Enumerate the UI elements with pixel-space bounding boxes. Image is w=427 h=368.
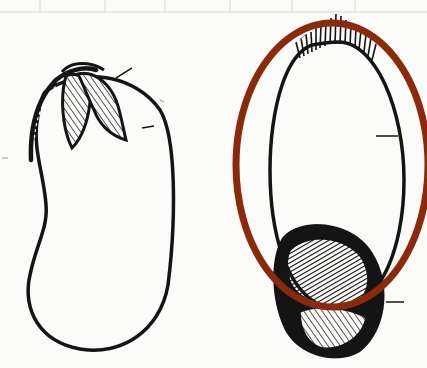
left-seed-panel xyxy=(2,64,173,351)
young-shoot-leaves xyxy=(62,64,126,149)
scan-artifacts xyxy=(0,0,427,12)
tick-mark xyxy=(142,126,154,128)
tick-mark xyxy=(116,68,132,78)
tick-mark xyxy=(160,100,164,102)
tick-mark xyxy=(300,34,306,40)
